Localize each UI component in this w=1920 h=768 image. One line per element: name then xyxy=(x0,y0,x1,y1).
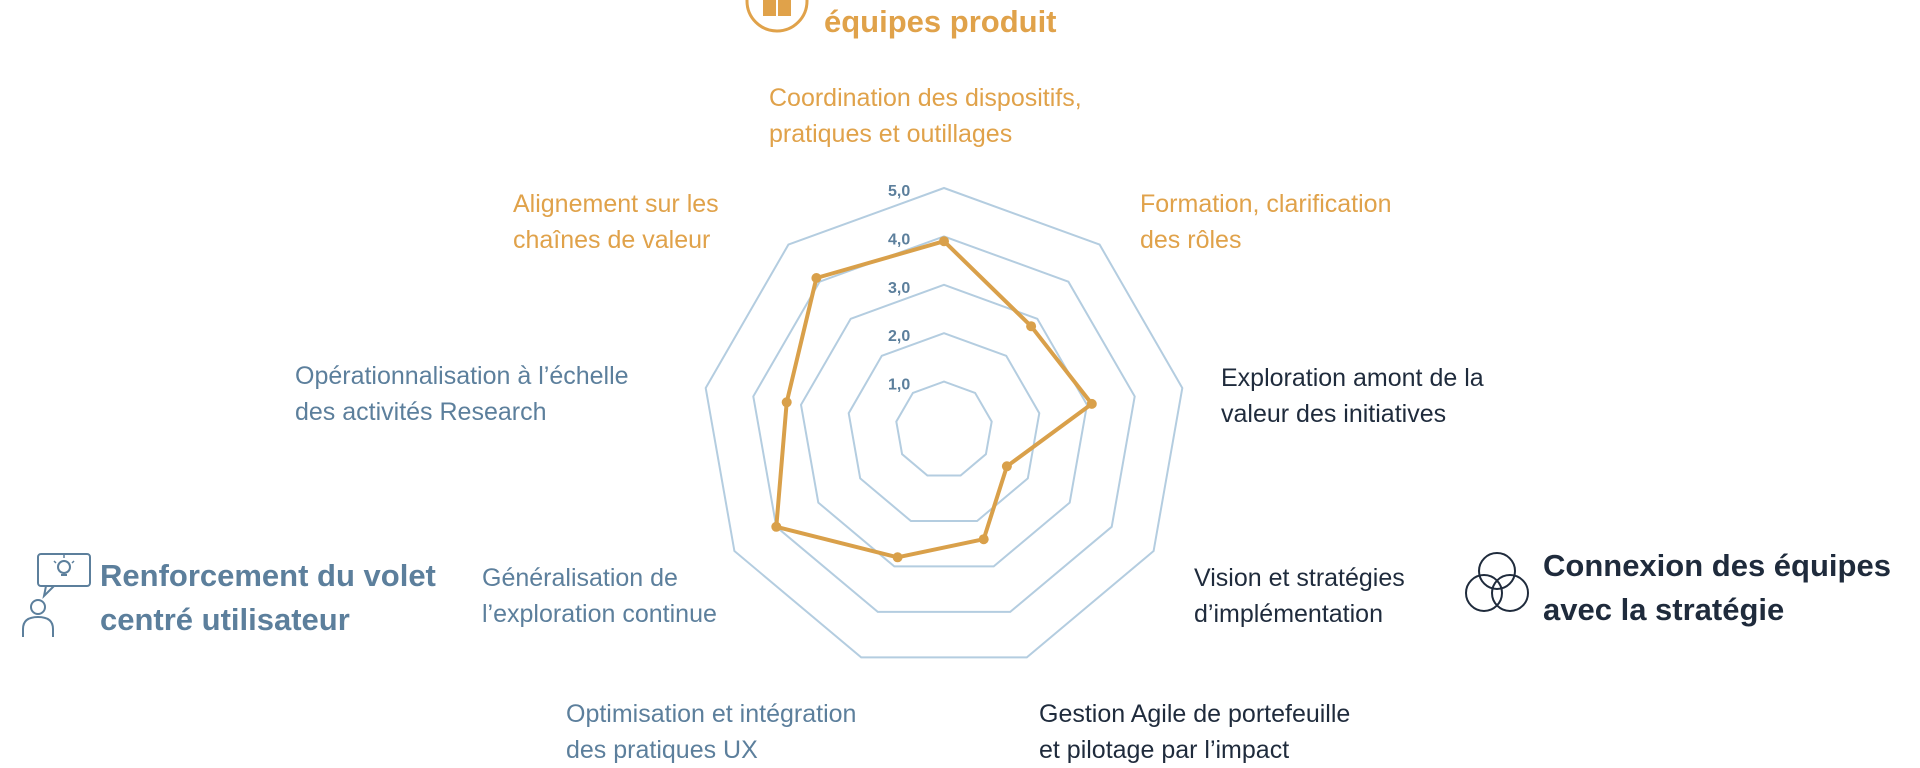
radar-chart: 1,0 2,0 3,0 4,0 5,0 xyxy=(704,183,1184,659)
data-point-8 xyxy=(781,397,792,408)
data-point-7 xyxy=(771,521,782,532)
data-point-4 xyxy=(1001,461,1012,472)
ring-tick-label: 3,0 xyxy=(888,280,910,297)
venn-circles-icon xyxy=(1462,549,1532,619)
grid-ring-4 xyxy=(752,235,1136,613)
radar-series xyxy=(771,236,1097,563)
grid-ring-2 xyxy=(847,332,1041,522)
data-point-9 xyxy=(811,273,822,283)
grid-ring-3 xyxy=(799,283,1089,568)
ring-tick-labels: 1,0 2,0 3,0 4,0 5,0 xyxy=(888,183,910,394)
ring-tick-label: 4,0 xyxy=(888,231,910,248)
book-icon xyxy=(744,0,810,34)
axis-label-coordination: Coordination des dispositifs,pratiques e… xyxy=(769,84,1082,148)
group-title-top: équipes produit xyxy=(824,4,1057,39)
ring-tick-label: 2,0 xyxy=(888,328,910,345)
ring-tick-label: 5,0 xyxy=(888,183,910,200)
series-line xyxy=(774,239,1094,560)
data-point-2 xyxy=(1026,321,1037,332)
data-point-5 xyxy=(978,534,989,545)
radar-grid xyxy=(704,186,1184,659)
user-idea-icon xyxy=(18,551,94,641)
grid-ring-5 xyxy=(704,186,1184,659)
data-point-6 xyxy=(892,552,903,563)
grid-ring-1 xyxy=(895,380,993,477)
data-point-3 xyxy=(1086,398,1097,409)
ring-tick-label: 1,0 xyxy=(888,377,910,394)
data-point-1 xyxy=(939,236,949,247)
